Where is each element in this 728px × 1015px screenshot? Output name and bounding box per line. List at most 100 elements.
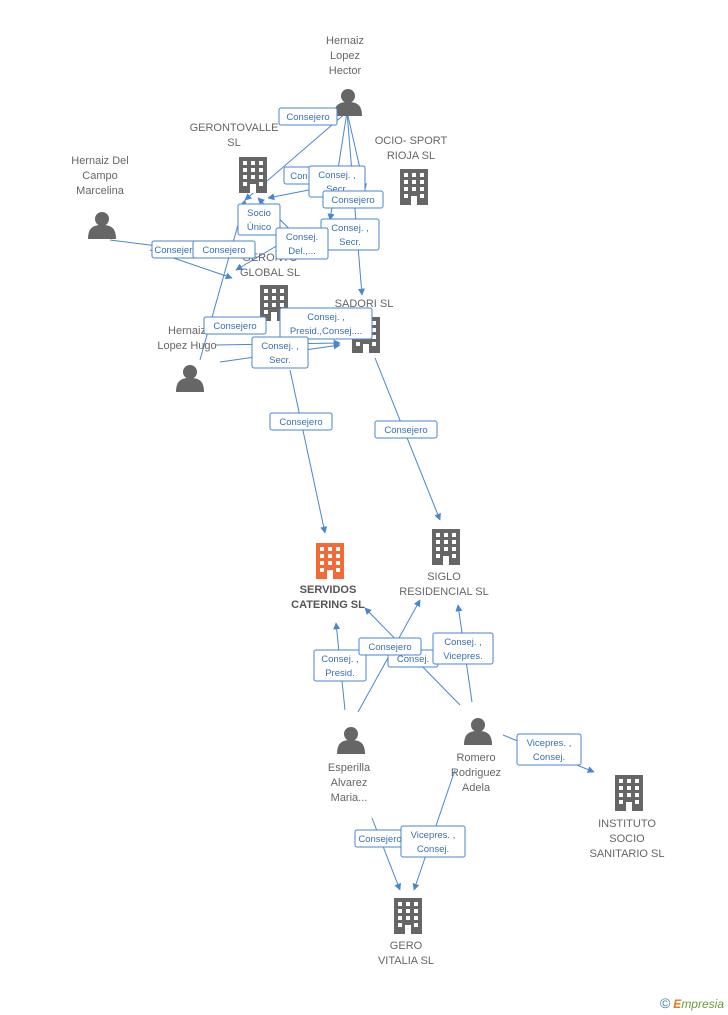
node-label: CATERING SL (291, 599, 365, 611)
node-label: RIOJA SL (387, 150, 435, 162)
node-label: Hernaiz (326, 35, 364, 47)
brand-logo-text: mpresia (681, 997, 724, 1011)
edge-label-box[interactable] (400, 825, 466, 858)
edge-label-text: Consejero (358, 834, 401, 845)
node-label: Esperilla (328, 762, 371, 774)
edge-label-box[interactable] (358, 637, 422, 656)
copyright-icon: © (659, 995, 671, 1011)
building-icon[interactable] (432, 529, 460, 565)
edge-label-text: Consejero (331, 195, 374, 206)
edge-label-el-15[interactable]: Consej. ,Presid. (313, 649, 367, 682)
edge-label-box[interactable] (516, 733, 582, 766)
node-label: SANITARIO SL (590, 848, 665, 860)
edge-label-box[interactable] (374, 420, 438, 439)
edge-label-el-17[interactable]: Consejero (358, 637, 422, 656)
edge-label-el-12[interactable]: Consej. ,Secr. (251, 336, 309, 369)
edge-label-el-9[interactable]: Consejero (192, 240, 256, 259)
node-label: Hector (329, 65, 362, 77)
edge-label-text: Consej. , (331, 223, 369, 234)
edge-label-el-14[interactable]: Consejero (374, 420, 438, 439)
edge-label-el-10[interactable]: Consejero (203, 316, 267, 335)
edge-label-el-6[interactable]: Consej. ,Secr. (320, 218, 380, 251)
node-label: GERO (390, 940, 423, 952)
building-icon[interactable] (400, 169, 428, 205)
edge-label-el-13[interactable]: Consejero (269, 412, 333, 431)
edge-label-box[interactable] (313, 649, 367, 682)
edge-label-el-11[interactable]: Consej. ,Presid.,Consej.... (279, 307, 373, 340)
edge-line (374, 357, 441, 521)
edge-label-box[interactable] (237, 203, 281, 236)
edge-label-text: Secr. (326, 184, 348, 195)
building-icon[interactable] (615, 775, 643, 811)
node-label: Rodriguez (451, 767, 501, 779)
edge-label-el-3[interactable]: Consej. , Secr. (308, 165, 366, 198)
edge-label-box[interactable] (278, 107, 338, 126)
building-icon[interactable] (394, 898, 422, 934)
edge-label-text: Único (247, 222, 271, 233)
node-label: GERONTOVALLE (190, 122, 279, 134)
building-icon[interactable] (316, 543, 344, 579)
node-label: Lopez Hugo (157, 340, 216, 352)
person-icon[interactable] (464, 718, 492, 745)
edge-label-el-21[interactable]: Vicepres. ,Consej. (400, 825, 466, 858)
node-label: RESIDENCIAL SL (399, 586, 488, 598)
edge-label-text: Consejero (213, 321, 256, 332)
edge-label-text: Consej. , (318, 170, 356, 181)
edge-label-text: Consejero (202, 245, 245, 256)
edge-label-el-18[interactable]: Consej. ,Vicepres. (432, 632, 494, 665)
node-label: Alvarez (331, 777, 368, 789)
edge-label-text: Presid.,Consej.... (290, 326, 362, 337)
edge-label-text: Con (290, 171, 307, 182)
person-icon[interactable] (337, 727, 365, 754)
node-esperilla[interactable]: EsperillaAlvarezMaria... (328, 727, 371, 804)
edge-label-el-7[interactable]: Consej.Del.,... (275, 227, 329, 260)
edge-label-box[interactable] (192, 240, 256, 259)
edge-label-box[interactable] (269, 412, 333, 431)
edge-label-box[interactable] (279, 307, 373, 340)
edge-label-el-4[interactable]: Consejero (322, 190, 384, 209)
edge-label-text: Consejero (154, 245, 197, 256)
brand-logo-letter: E (673, 997, 682, 1011)
building-icon[interactable] (239, 157, 267, 193)
node-label: Lopez (330, 50, 360, 62)
node-label: Adela (462, 782, 491, 794)
edge-label-text: Vicepres. (443, 651, 482, 662)
edge-label-text: Consej. , (261, 341, 299, 352)
edge-label-el-20[interactable]: Consejero (354, 829, 406, 848)
brand-footer: ©Empresia (660, 995, 724, 1011)
edge-label-el-8[interactable]: Consejero (151, 240, 201, 259)
edge-label-text: Consejero (286, 112, 329, 123)
edge-label-text: Consejero (279, 417, 322, 428)
edge-label-box[interactable] (322, 190, 384, 209)
node-sadori[interactable]: SADORI SL (335, 298, 394, 353)
node-label: GLOBAL SL (240, 267, 300, 279)
edge-label-box[interactable] (203, 316, 267, 335)
person-icon[interactable] (88, 212, 116, 239)
node-label: Campo (82, 170, 117, 182)
node-gerontovalle[interactable]: GERONTOVALLE SL (190, 122, 279, 193)
edge-label-el-19[interactable]: Vicepres. ,Consej. (516, 733, 582, 766)
edge-label-text: Del.,... (288, 246, 315, 257)
edge-label-box[interactable] (275, 227, 329, 260)
edge-label-box[interactable] (251, 336, 309, 369)
person-icon[interactable] (176, 365, 204, 392)
node-label: SL (227, 137, 240, 149)
node-label: Hernaiz Del (71, 155, 128, 167)
person-icon[interactable] (334, 89, 362, 116)
edge-label-text: Presid. (325, 668, 355, 679)
edge-label-box[interactable] (432, 632, 494, 665)
edge-label-el-1[interactable]: Consejero (278, 107, 338, 126)
